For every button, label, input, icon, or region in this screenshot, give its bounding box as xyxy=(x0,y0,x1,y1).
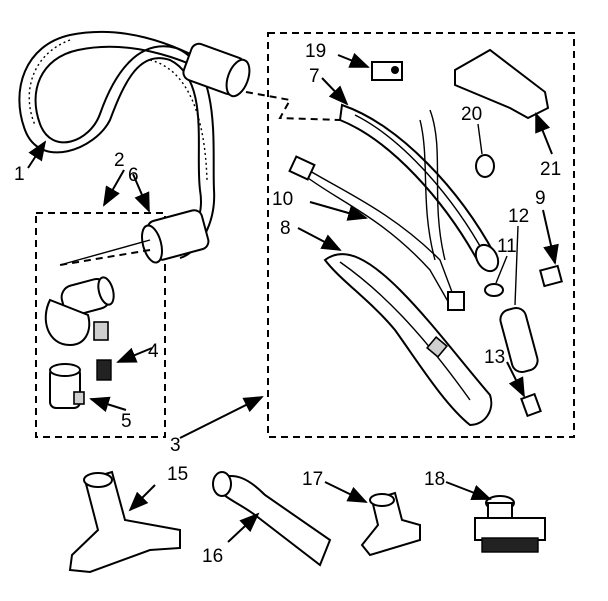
label-11: 11 xyxy=(497,236,517,257)
cuff-part-5 xyxy=(49,363,85,409)
hose-assembly-box xyxy=(35,212,166,438)
label-19: 19 xyxy=(305,41,326,62)
crevice-tool-part-16 xyxy=(212,471,332,567)
label-1: 1 xyxy=(14,164,25,185)
label-3: 3 xyxy=(170,435,181,456)
handle-part-7 xyxy=(338,103,500,273)
hose-part-1 xyxy=(18,30,251,264)
part-number-labels: 1 2 6 4 5 3 19 7 20 21 10 8 9 12 11 13 1… xyxy=(14,41,561,567)
label-13: 13 xyxy=(484,347,505,368)
part-13 xyxy=(520,392,542,418)
ring-part-11 xyxy=(484,283,504,297)
label-6: 6 xyxy=(128,165,139,186)
leader-lines xyxy=(27,52,559,543)
nut-part-20 xyxy=(475,154,495,178)
label-4: 4 xyxy=(148,341,159,362)
brush-tool-part-18 xyxy=(474,495,546,553)
clip-part-9 xyxy=(539,264,563,288)
label-20: 20 xyxy=(461,104,482,125)
floor-tool-part-17 xyxy=(360,491,421,557)
label-18: 18 xyxy=(424,469,445,490)
tube-part-12 xyxy=(499,306,539,374)
swivel-cuff-part-2-6 xyxy=(44,239,151,347)
label-7: 7 xyxy=(309,66,320,87)
label-16: 16 xyxy=(202,546,223,567)
label-17: 17 xyxy=(302,469,323,490)
upholstery-tool-part-15 xyxy=(68,470,181,574)
label-10: 10 xyxy=(272,189,293,210)
label-9: 9 xyxy=(535,188,546,209)
label-21: 21 xyxy=(540,159,561,180)
label-5: 5 xyxy=(121,411,132,432)
label-8: 8 xyxy=(280,218,291,239)
label-15: 15 xyxy=(167,464,188,485)
label-12: 12 xyxy=(508,206,529,227)
wand-part-8 xyxy=(323,253,493,427)
label-2: 2 xyxy=(114,150,125,171)
clip-part-4 xyxy=(96,359,112,381)
wand-handle-box xyxy=(267,32,575,438)
